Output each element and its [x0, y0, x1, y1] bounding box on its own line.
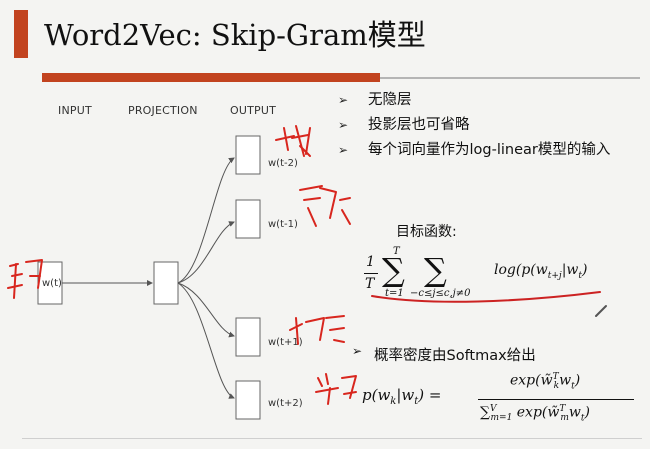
handwritten-note-3	[289, 315, 345, 345]
bullet-text: 每个词向量作为log-linear模型的输入	[368, 142, 611, 158]
softmax-denominator: ∑Vm=1 exp(w̃Tmwt)	[480, 404, 590, 424]
handwritten-note-1	[275, 125, 311, 157]
title-underline-gray	[380, 77, 640, 79]
bullet-arrow-icon: ➢	[338, 93, 349, 107]
sum1-upper-limit: T	[393, 246, 400, 257]
softmax-lhs: p(wk|wt) =	[362, 386, 442, 407]
objective-fraction-bar	[364, 273, 378, 274]
bullet-arrow-icon: ➢	[352, 344, 363, 358]
output-node-box-3	[235, 317, 261, 357]
sum2-lower-limit: −c≤j≤c,j≠0	[410, 288, 471, 299]
bullet-item: ➢ 无隐层	[338, 88, 648, 113]
output-node-box-4	[235, 380, 261, 420]
objective-label: 目标函数:	[396, 224, 457, 240]
softmax-numerator: exp(w̃Tkwt)	[510, 372, 581, 392]
objective-underline	[371, 291, 601, 303]
projection-arrow-2	[177, 221, 235, 284]
bullet-arrow-icon: ➢	[338, 118, 349, 132]
handwritten-note-4	[315, 373, 357, 405]
sum2-sigma-icon: ∑	[424, 251, 447, 289]
softmax-label: 概率密度由Softmax给出	[374, 348, 536, 364]
output-node-box-1	[235, 135, 261, 175]
softmax-bullet: ➢ 概率密度由Softmax给出	[352, 344, 536, 365]
objective-fraction-denominator: T	[365, 276, 375, 292]
projection-arrow-1	[177, 157, 235, 284]
bullet-text: 投影层也可省略	[368, 117, 470, 133]
bullet-item: ➢ 每个词向量作为log-linear模型的输入	[338, 138, 648, 163]
bullet-arrow-icon: ➢	[338, 143, 349, 157]
bullet-item: ➢ 投影层也可省略	[338, 113, 648, 138]
bottom-divider	[22, 438, 642, 439]
title-underline-red	[42, 73, 380, 82]
output-label-1: w(t-2)	[268, 158, 298, 169]
bullet-text: 无隐层	[368, 92, 412, 108]
bullet-list: ➢ 无隐层 ➢ 投影层也可省略 ➢ 每个词向量作为log-linear模型的输入	[338, 88, 648, 163]
objective-body: log(p(wt+j|wt)	[494, 262, 588, 281]
slide-title: Word2Vec: Skip-Gram模型	[44, 18, 426, 52]
handwritten-note-5	[7, 259, 43, 299]
output-label-2: w(t-1)	[268, 219, 298, 230]
projection-column-header: PROJECTION	[128, 104, 198, 117]
output-label-3: w(t+1)	[268, 337, 303, 348]
pen-cursor-icon	[595, 305, 607, 317]
sum1-lower-limit: t=1	[385, 288, 404, 299]
handwritten-note-2	[299, 185, 351, 227]
projection-arrow-3	[177, 282, 235, 338]
output-column-header: OUTPUT	[230, 104, 277, 117]
sum1-sigma-icon: ∑	[382, 251, 405, 289]
title-accent-bar	[14, 10, 28, 58]
output-node-box-2	[235, 199, 261, 239]
output-label-4: w(t+2)	[268, 398, 303, 409]
input-column-header: INPUT	[58, 104, 92, 117]
input-node-label: w(t)	[42, 278, 62, 289]
projection-arrow-4	[177, 282, 235, 399]
objective-fraction-numerator: 1	[366, 254, 375, 270]
softmax-fraction-bar	[478, 399, 634, 400]
